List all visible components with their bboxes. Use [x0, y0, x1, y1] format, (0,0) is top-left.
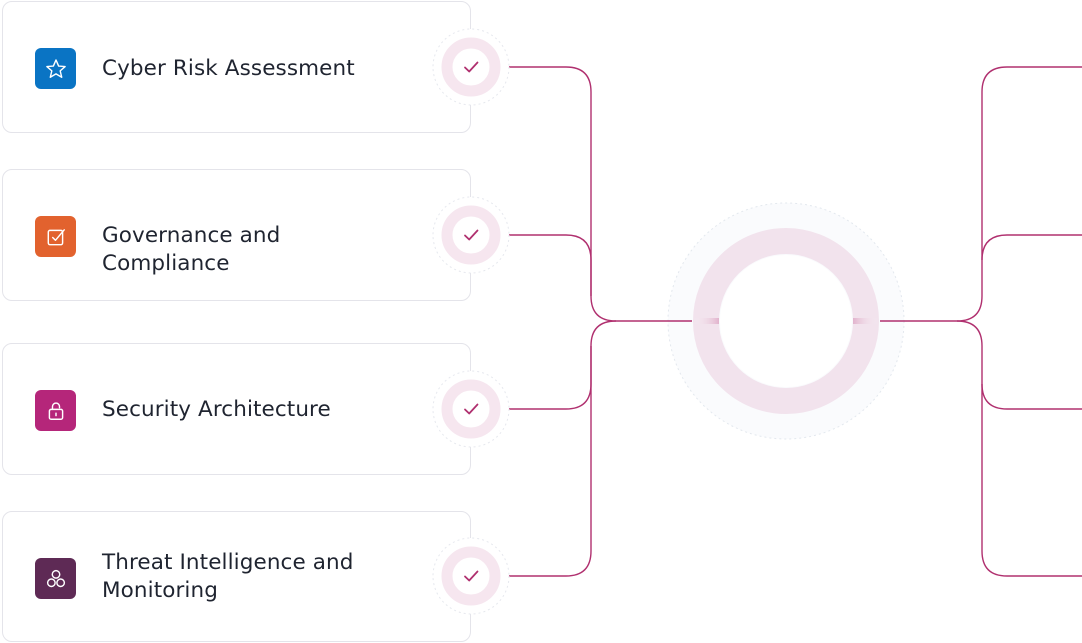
left-connectors — [500, 66, 692, 577]
lock-icon — [48, 401, 63, 420]
check-badge — [432, 196, 510, 274]
check-badge — [432, 537, 510, 615]
check-badge — [432, 370, 510, 448]
connector-path — [981, 384, 1082, 577]
service-icon-box — [35, 48, 76, 89]
hub-glow-right — [853, 318, 879, 324]
service-icon-box — [35, 216, 76, 257]
service-card[interactable]: Threat Intelligence and Monitoring — [2, 511, 471, 642]
connector-path — [981, 234, 1082, 261]
connector-path — [956, 320, 1082, 410]
connector-path — [500, 66, 692, 322]
service-card[interactable]: Cyber Risk Assessment — [2, 1, 471, 133]
service-card[interactable]: Security Architecture — [2, 343, 471, 475]
connector-path — [500, 346, 592, 577]
service-label: Cyber Risk Assessment — [102, 56, 355, 81]
connector-path — [590, 320, 617, 347]
service-label: Governance and Compliance — [102, 223, 281, 276]
check-icon — [464, 229, 479, 241]
connector-path — [500, 234, 592, 296]
service-icon-box — [35, 390, 76, 431]
check-icon — [464, 570, 479, 582]
connector-path — [880, 66, 1082, 322]
check-icon — [464, 61, 479, 73]
check-icon — [464, 403, 479, 415]
service-label: Security Architecture — [102, 397, 331, 422]
checkbox-icon — [47, 228, 65, 245]
check-badge — [432, 28, 510, 106]
right-connectors — [880, 66, 1082, 577]
service-label: Threat Intelligence and Monitoring — [102, 550, 354, 603]
hub-glow-left — [693, 318, 719, 324]
star-icon — [45, 58, 66, 78]
connector-path — [500, 346, 592, 410]
service-card[interactable]: Governance and Compliance — [2, 169, 471, 301]
service-icon-box — [35, 558, 76, 599]
circles-icon — [46, 569, 65, 587]
